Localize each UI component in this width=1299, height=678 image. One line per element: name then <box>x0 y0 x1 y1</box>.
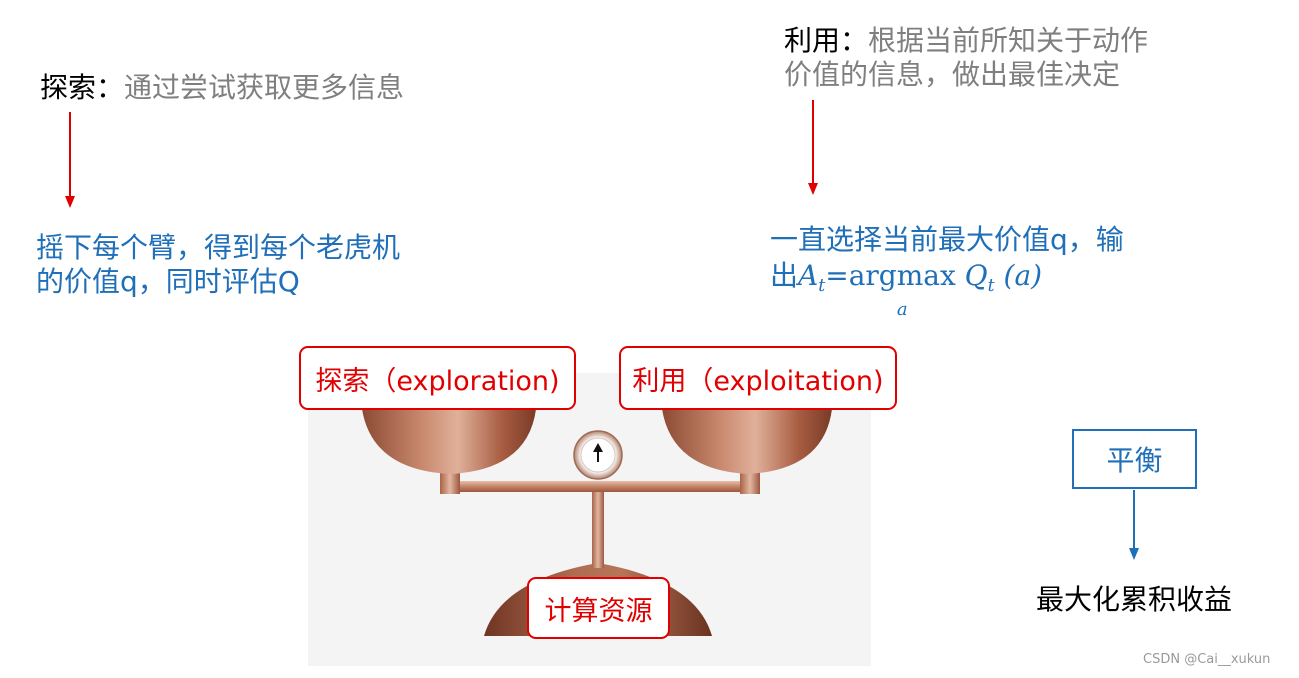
exploit-heading: 利用：根据当前所知关于动作 价值的信息，做出最佳决定 <box>784 24 1148 92</box>
left-pan-stem <box>440 470 460 494</box>
explore-heading: 探索：通过尝试获取更多信息 <box>40 70 404 106</box>
exploit-arrow <box>808 100 818 195</box>
exploit-text-line1: 根据当前所知关于动作 <box>868 24 1149 57</box>
balance-result: 最大化累积收益 <box>1036 583 1233 616</box>
explore-arrow <box>65 112 75 208</box>
base-label: 计算资源 <box>527 577 670 639</box>
balance-box: 平衡 <box>1072 429 1197 489</box>
formula-arg: (a) <box>1003 259 1043 292</box>
exploit-desc-prefix: 出 <box>770 259 799 292</box>
explore-description: 摇下每个臂，得到每个老虎机 的价值q，同时评估Q <box>36 231 400 299</box>
right-pan <box>662 409 832 474</box>
formula-t2: t <box>987 276 995 297</box>
formula-eq: = <box>825 259 849 292</box>
left-pan <box>362 409 536 474</box>
scale-pole <box>592 488 604 568</box>
formula-argmax-sub: a <box>896 299 908 320</box>
formula-argmax: argmax <box>848 259 956 292</box>
explore-desc-line2: 的价值q，同时评估Q <box>36 265 300 298</box>
watermark: CSDN @Cai__xukun <box>1143 652 1271 667</box>
left-pan-label: 探索（exploration) <box>299 346 576 410</box>
exploit-text-line2: 价值的信息，做出最佳决定 <box>784 58 1121 91</box>
exploit-label: 利用： <box>784 24 869 57</box>
explore-label: 探索： <box>40 71 125 104</box>
explore-text: 通过尝试获取更多信息 <box>124 71 405 104</box>
exploit-desc-line1: 一直选择当前最大价值q，输 <box>770 223 1124 256</box>
right-pan-label: 利用（exploitation) <box>619 346 897 410</box>
formula-t: t <box>818 276 826 297</box>
explore-desc-line1: 摇下每个臂，得到每个老虎机 <box>36 231 401 264</box>
balance-arrow <box>1129 490 1139 560</box>
scale-beam <box>440 481 760 492</box>
formula-A: A <box>798 259 819 292</box>
formula-Q: Q <box>964 259 988 292</box>
right-pan-stem <box>740 470 760 494</box>
